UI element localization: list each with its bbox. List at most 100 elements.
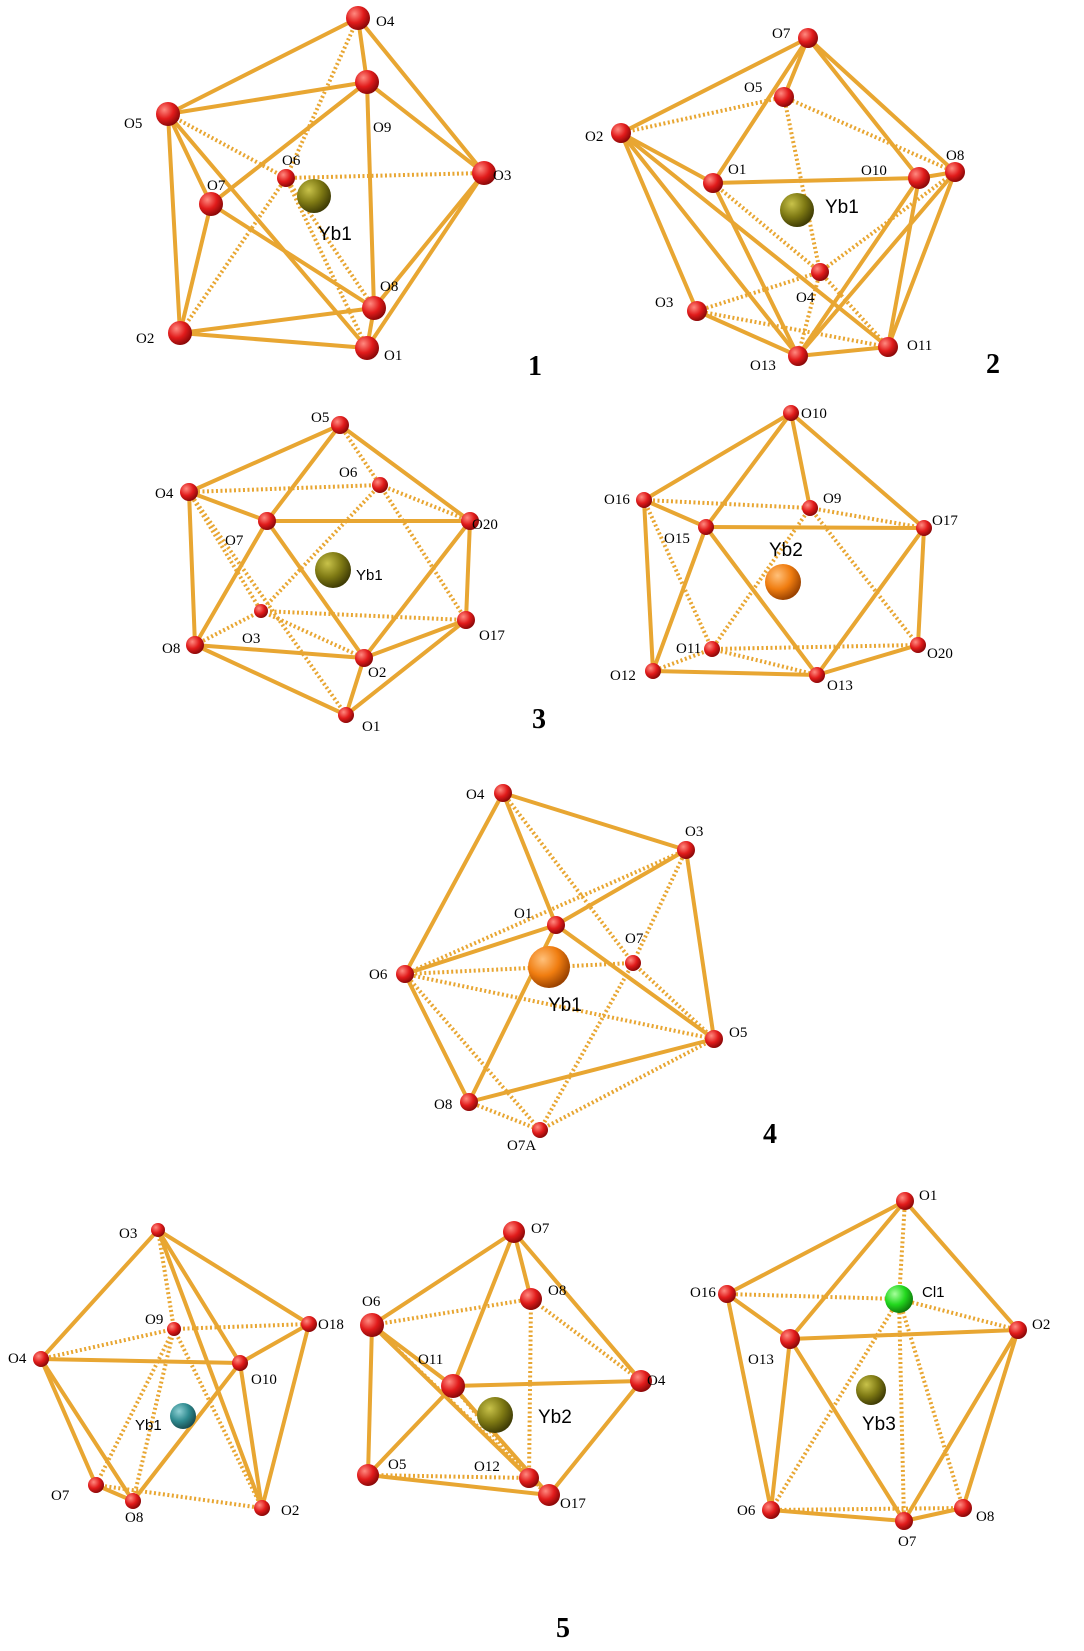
oxygen-atom-O2 [1009, 1321, 1027, 1339]
atom-label-O2: O2 [136, 331, 154, 347]
dashed-bond-O3-O8 [194, 609, 262, 647]
bond-O7-O8 [512, 1230, 533, 1301]
oxygen-atom-O1 [338, 707, 354, 723]
dashed-bond-O5-O2 [620, 95, 785, 135]
atom-label-Yb1: Yb1 [318, 224, 352, 245]
bond-O10-O2 [238, 1361, 264, 1510]
bond-O2-O17 [362, 618, 468, 660]
bond-O8-O1 [193, 643, 348, 717]
oxygen-atom-O9 [802, 500, 818, 516]
dashed-bond-O9-O2 [172, 1328, 264, 1509]
metal-atom-Yb3 [856, 1375, 886, 1405]
dashed-bond-Cl1-O2 [898, 1297, 1019, 1332]
dashed-bond-O11-O20 [711, 643, 919, 651]
oxygen-atom-O1 [896, 1192, 914, 1210]
bond-O5-O20 [338, 423, 472, 523]
bond-O17-O20 [916, 526, 926, 647]
dashed-bond-O16-O11 [642, 499, 714, 650]
atom-label-O16: O16 [690, 1285, 716, 1301]
oxygen-atom-O8 [125, 1493, 141, 1509]
bond-O10-O18 [238, 1322, 311, 1365]
atom-label-Yb1: Yb1 [356, 567, 383, 584]
oxygen-atom-O5 [705, 1030, 723, 1048]
atom-label-O5: O5 [124, 116, 142, 132]
atom-label-O3: O3 [493, 168, 511, 184]
oxygen-atom-O16 [636, 492, 652, 508]
bond-O15-O17 [704, 525, 926, 530]
metal-atom-Yb2 [765, 564, 801, 600]
bond-O7-O1 [711, 36, 810, 185]
atom-label-O10: O10 [251, 1372, 277, 1388]
bond-O5-O7 [265, 423, 342, 523]
atom-label-Yb2: Yb2 [538, 1407, 572, 1428]
oxygen-atom-O4 [346, 6, 370, 30]
bond-O4-O8 [187, 490, 197, 647]
atom-label-O5: O5 [744, 80, 762, 96]
atom-label-O17: O17 [932, 513, 958, 529]
atom-label-O10: O10 [801, 406, 827, 422]
bond-O8-O11 [886, 170, 957, 349]
atom-label-O3: O3 [655, 295, 673, 311]
atom-label-O8: O8 [946, 148, 964, 164]
dashed-bond-O8-O4 [529, 1297, 643, 1383]
dashed-bond-O3-O9 [156, 1229, 176, 1330]
oxygen-atom-O11 [441, 1374, 465, 1398]
oxygen-atom-O7 [258, 512, 276, 530]
bond-O9-O8 [365, 80, 376, 310]
atom-label-O3: O3 [685, 824, 703, 840]
dashed-bond-O8-O7A [468, 1100, 541, 1132]
compound-number-label: 1 [528, 351, 542, 382]
oxygen-atom-O11 [878, 337, 898, 357]
bond-O7-O8 [209, 202, 376, 310]
atom-label-Yb1: Yb1 [548, 995, 582, 1016]
metal-atom-Yb1 [528, 946, 570, 988]
bond-O2-O1 [178, 331, 369, 350]
oxygen-atom-O8 [520, 1288, 542, 1310]
bond-O13-O20 [815, 643, 920, 677]
dashed-bond-O5-O8 [783, 95, 956, 174]
oxygen-atom-O16 [718, 1285, 736, 1303]
bond-O5-O1 [166, 112, 369, 350]
bond-O8-O13 [796, 170, 957, 358]
atom-label-O6: O6 [737, 1503, 756, 1519]
atom-label-O8: O8 [125, 1510, 143, 1526]
dashed-bond-O9-O4 [40, 1327, 175, 1361]
oxygen-atom-O17 [916, 520, 932, 536]
atom-label-O11: O11 [418, 1352, 443, 1368]
bond-O16-O6 [725, 1292, 773, 1512]
bond-O5-O17 [366, 1473, 551, 1497]
bond-O16-O12 [642, 498, 655, 673]
bond-O2-O13 [619, 131, 800, 358]
bond-O4-O3 [356, 16, 486, 175]
dashed-bond-O7-O6 [404, 961, 634, 976]
atom-label-O4: O4 [647, 1373, 666, 1389]
oxygen-atom-O12 [645, 663, 661, 679]
oxygen-atom-O7 [503, 1221, 525, 1243]
bond-O1-O10 [711, 176, 921, 185]
dashed-bond-O4-O6 [188, 483, 381, 494]
oxygen-atom-O8 [362, 296, 386, 320]
bond-O2-O1 [344, 656, 366, 717]
atom-label-O7: O7 [898, 1534, 917, 1550]
bond-O2-O8 [178, 306, 376, 335]
bond-O4-O3 [501, 791, 688, 852]
dashed-bond-O6-O17 [378, 483, 468, 622]
dashed-bond-O6-O7A [403, 972, 542, 1132]
atom-label-Cl1: Cl1 [922, 1284, 945, 1301]
oxygen-atom-O5 [357, 1464, 379, 1486]
atom-label-O2: O2 [585, 129, 603, 145]
metal-atom-Yb1 [297, 179, 331, 213]
bond-O16-O13 [725, 1292, 792, 1341]
oxygen-atom-O6 [396, 965, 414, 983]
atom-label-O4: O4 [796, 290, 815, 306]
atom-label-Yb3: Yb3 [862, 1414, 896, 1435]
compound-number-label: 4 [763, 1119, 777, 1150]
dashed-bond-O4-O13 [796, 271, 822, 357]
oxygen-atom-O3 [472, 161, 496, 185]
bond-O6-O8 [403, 972, 471, 1104]
atom-label-O3: O3 [242, 631, 260, 647]
bond-O2-O11 [619, 131, 890, 349]
